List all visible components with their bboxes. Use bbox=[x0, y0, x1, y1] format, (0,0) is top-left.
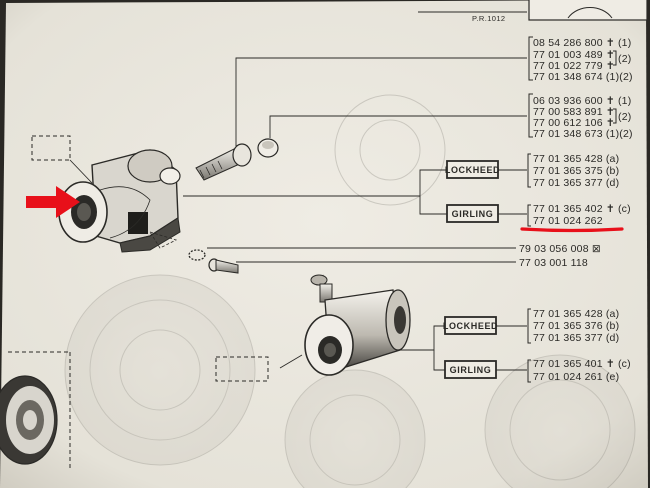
lower-lockheed-row-3: 77 01 365 377 (d) bbox=[533, 332, 619, 344]
leader-lines bbox=[69, 57, 527, 371]
washer-bolt-illustration bbox=[188, 249, 239, 274]
group2-row-3: 77 00 612 106 ✝ bbox=[533, 117, 615, 129]
washer-part-number: 79 03 056 008 ⊠ bbox=[519, 243, 601, 255]
page-header: P.R.1012 bbox=[418, 0, 648, 23]
group2-bracket-suffix: (2) bbox=[618, 111, 631, 123]
highlight-underline bbox=[520, 227, 624, 233]
supplier-boxes: LOCKHEED GIRLING LOCKHEED GIRLING bbox=[443, 160, 500, 379]
lower-lockheed-row-2: 77 01 365 376 (b) bbox=[533, 320, 619, 332]
lower-girling-row-1: 77 01 365 401 ✝ (c) bbox=[533, 358, 631, 370]
lower-girling-row-2: 77 01 024 261 (e) bbox=[533, 371, 619, 383]
lower-lockheed-label: LOCKHEED bbox=[443, 321, 498, 331]
page-reference: P.R.1012 bbox=[472, 14, 506, 23]
group2-row-2: 77 00 583 891 ✝ bbox=[533, 106, 615, 118]
lower-girling-label: GIRLING bbox=[450, 365, 492, 375]
group2-row-1: 06 03 936 600 ✝ (1) bbox=[533, 95, 631, 107]
brackets bbox=[527, 36, 617, 383]
group1-row-2: 77 01 003 489 ✝ bbox=[533, 49, 615, 61]
upper-girling-row-1: 77 01 365 402 ✝ (c) bbox=[533, 203, 631, 215]
lower-wheel-cylinder-illustration bbox=[304, 274, 411, 376]
brake-drum-illustration bbox=[0, 375, 58, 465]
group1-row-3: 77 01 022 779 ✝ bbox=[533, 60, 615, 72]
group2-row-4: 77 01 348 673 (1)(2) bbox=[533, 128, 633, 140]
lower-lockheed-row-1: 77 01 365 428 (a) bbox=[533, 308, 619, 320]
background-drum-drawings bbox=[64, 94, 636, 488]
dashed-ref-box-lower bbox=[215, 356, 269, 382]
highlight-arrow bbox=[26, 186, 80, 218]
upper-lockheed-row-1: 77 01 365 428 (a) bbox=[533, 153, 619, 165]
bolt-part-number: 77 03 001 118 bbox=[519, 257, 588, 269]
upper-lockheed-row-2: 77 01 365 375 (b) bbox=[533, 165, 619, 177]
group1-row-4: 77 01 348 674 (1)(2) bbox=[533, 71, 633, 83]
upper-lockheed-row-3: 77 01 365 377 (d) bbox=[533, 177, 619, 189]
bleed-screw-illustration bbox=[195, 138, 279, 181]
part-number-list: 08 54 286 800 ✝ (1) 77 01 003 489 ✝ 77 0… bbox=[519, 37, 633, 383]
upper-lockheed-label: LOCKHEED bbox=[445, 165, 500, 175]
group1-bracket-suffix: (2) bbox=[618, 53, 631, 65]
upper-girling-label: GIRLING bbox=[452, 209, 494, 219]
group1-row-1: 08 54 286 800 ✝ (1) bbox=[533, 37, 631, 49]
upper-girling-row-2: 77 01 024 262 bbox=[533, 215, 603, 227]
dashed-ref-box-upper bbox=[31, 135, 71, 161]
